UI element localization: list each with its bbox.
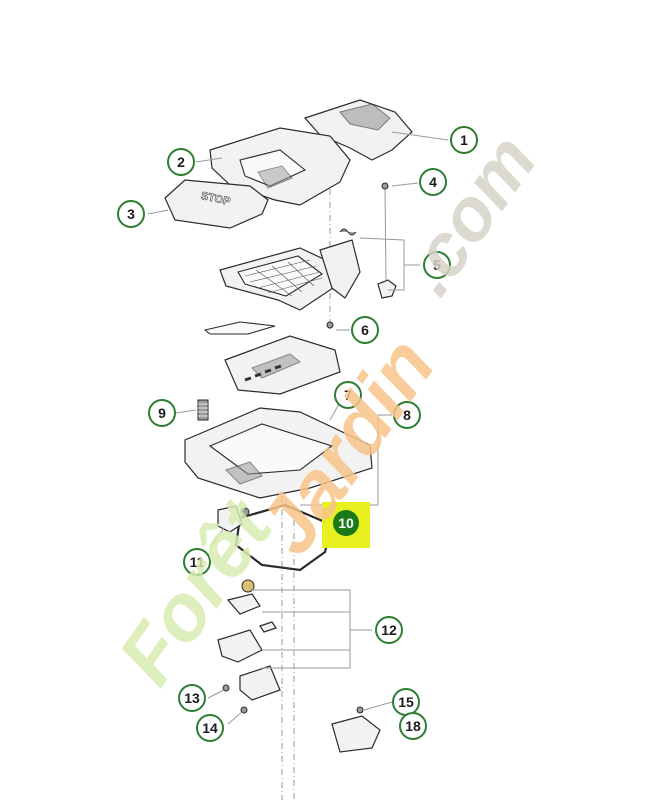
part-screws-13-14: [222, 684, 248, 714]
leader-lines: [147, 131, 449, 725]
callout-ring: [419, 168, 447, 196]
callout-ring: [148, 399, 176, 427]
callout-label-18: 18: [405, 718, 421, 734]
callout-label-12: 12: [381, 622, 397, 638]
callout-ring: [351, 316, 379, 344]
part-keypad: [203, 321, 341, 395]
callout-10[interactable]: 10: [333, 510, 359, 536]
callout-ring-highlighted: [333, 510, 359, 536]
callout-ring: [399, 712, 427, 740]
callout-1[interactable]: 1: [450, 126, 478, 154]
part-lower-assembly-15-18: [331, 706, 381, 753]
callout-5[interactable]: 5: [423, 251, 451, 279]
callout-ring: [334, 381, 362, 409]
part-spring-knob-5: [339, 228, 397, 299]
callout-label-4: 4: [429, 174, 437, 190]
part-gasket-10: [234, 503, 334, 572]
callout-ring: [183, 548, 211, 576]
callout-ring: [117, 200, 145, 228]
callout-label-10: 10: [338, 515, 354, 531]
callout-18[interactable]: 18: [399, 712, 427, 740]
callout-15[interactable]: 15: [392, 688, 420, 716]
callout-3[interactable]: 3: [117, 200, 145, 228]
callout-label-7: 7: [344, 387, 352, 403]
part-spring-9: [197, 399, 209, 421]
callout-label-13: 13: [184, 690, 200, 706]
callout-label-11: 11: [190, 554, 205, 570]
callout-ring: [178, 684, 206, 712]
part-screw-6: [326, 321, 334, 329]
part-stop-cover: STOP: [164, 179, 269, 229]
callout-ring: [393, 401, 421, 429]
part-screw-4: [381, 182, 389, 281]
callout-ring: [450, 126, 478, 154]
callout-label-6: 6: [361, 322, 369, 338]
callout-ring: [423, 251, 451, 279]
callout-11[interactable]: 11: [183, 548, 211, 576]
callout-label-2: 2: [177, 154, 185, 170]
callout-label-3: 3: [127, 206, 135, 222]
callout-9[interactable]: 9: [148, 399, 176, 427]
callout-6[interactable]: 6: [351, 316, 379, 344]
callout-2[interactable]: 2: [167, 148, 195, 176]
part-cover-plate: [219, 239, 361, 311]
callout-label-9: 9: [158, 405, 166, 421]
callout-14[interactable]: 14: [196, 714, 224, 742]
part-latch-group-12: [217, 579, 281, 701]
part-bracket-11: [217, 505, 250, 533]
callout-label-8: 8: [403, 407, 411, 423]
callout-12[interactable]: 12: [375, 616, 403, 644]
callout-7[interactable]: 7: [334, 381, 362, 409]
part-top-cover: [303, 99, 413, 161]
callout-label-5: 5: [433, 257, 441, 273]
callout-label-15: 15: [398, 694, 414, 710]
callout-4[interactable]: 4: [419, 168, 447, 196]
watermark-text-com: .com: [385, 120, 552, 309]
callout-ring: [375, 616, 403, 644]
callout-ring: [196, 714, 224, 742]
callout-label-1: 1: [460, 132, 468, 148]
callout-label-14: 14: [202, 720, 218, 736]
callout-8[interactable]: 8: [393, 401, 421, 429]
callout-13[interactable]: 13: [178, 684, 206, 712]
part-base-frame: [184, 407, 373, 499]
callout-ring: [167, 148, 195, 176]
